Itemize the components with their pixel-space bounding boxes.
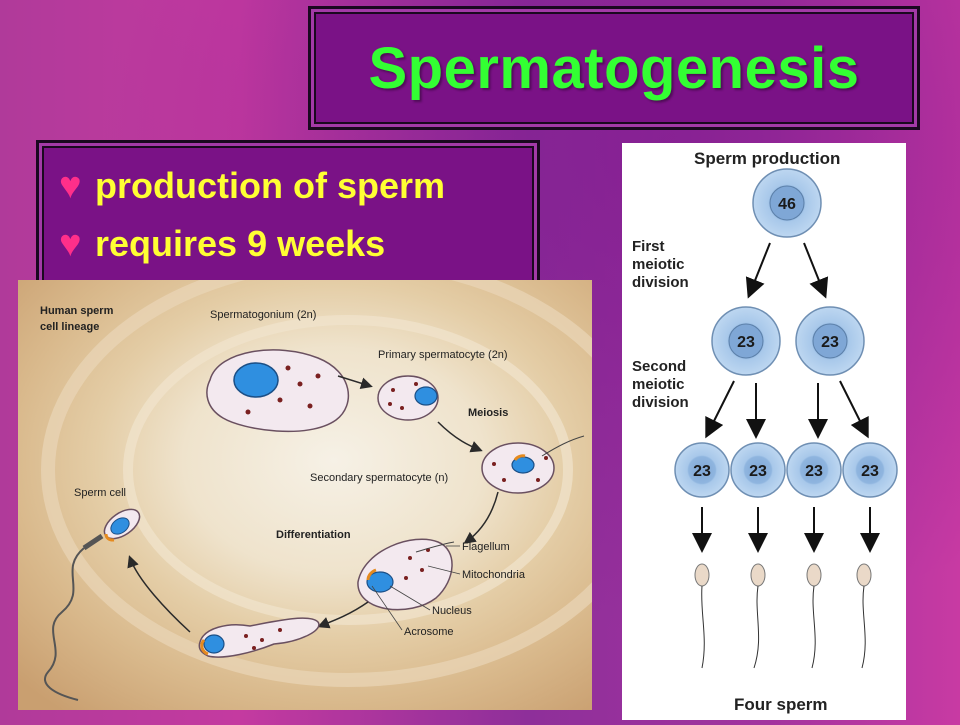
lineage-heading: Human sperm [40,305,114,317]
production-footer: Four sperm [734,695,828,714]
bullet-text: requires 9 weeks [95,223,386,264]
sperm-cell-drawing [44,508,141,701]
second-division-label: division [632,394,689,411]
spermatid-cell: 23 [842,442,898,498]
nucleus-label: Nucleus [432,605,472,617]
spermatid-cell: 23 [730,442,786,498]
heart-icon: ♥ [59,222,82,265]
heart-icon: ♥ [59,164,82,207]
cell-count-label: 23 [805,463,823,480]
title-box: Spermatogenesis [308,6,920,130]
flagellum-label: Flagellum [462,541,510,553]
sperm-production-diagram: Sperm production First meiotic division … [622,143,906,720]
cell-count-label: 46 [778,196,796,213]
lineage-heading: cell lineage [40,321,99,333]
cell-count-label: 23 [749,463,767,480]
haploid-cell: 23 [795,306,865,376]
differentiating-cell [357,538,455,611]
acrosome-label: Acrosome [404,626,454,638]
meiosis-label: Meiosis [468,407,508,419]
spermatogonium-label: Spermatogonium (2n) [210,309,316,321]
bullet-text: production of sperm [95,165,445,206]
sperm-lineage-diagram: Human sperm cell lineage Spermatogonium … [18,280,592,710]
sperm-cell-label: Sperm cell [74,487,126,499]
haploid-cell: 23 [711,306,781,376]
first-division-label: division [632,274,689,291]
bullet-box: ♥ production of sperm ♥ requires 9 weeks [36,140,540,290]
cell-count-label: 23 [737,334,755,351]
primary-spermatocyte-cell [377,375,439,421]
lineage-background [18,280,592,710]
secondary-spermatocyte-label: Secondary spermatocyte (n) [310,472,448,484]
differentiation-label: Differentiation [276,529,351,541]
cell-count-label: 23 [861,463,879,480]
sperm-drawing [750,563,766,669]
first-division-label: First [632,238,665,255]
primary-spermatocyte-label: Primary spermatocyte (2n) [378,349,508,361]
spermatogonium-cell [206,349,350,433]
second-division-label: meiotic [632,376,685,393]
sperm-drawing [806,563,822,669]
spermatid-cell: 23 [674,442,730,498]
production-title: Sperm production [694,149,840,168]
sperm-drawing [856,563,872,669]
bullet-item: ♥ production of sperm [59,157,537,215]
cell-count-label: 23 [693,463,711,480]
sperm-drawing [694,563,710,669]
spermatid-cell: 23 [786,442,842,498]
diploid-cell: 46 [752,168,822,238]
slide-title: Spermatogenesis [368,35,860,101]
elongating-spermatid [198,617,320,658]
cell-count-label: 23 [821,334,839,351]
secondary-spermatocyte-cell [481,435,585,494]
bullet-item: ♥ requires 9 weeks [59,215,537,273]
mitochondria-label: Mitochondria [462,569,526,581]
first-division-label: meiotic [632,256,685,273]
second-division-label: Second [632,358,686,375]
